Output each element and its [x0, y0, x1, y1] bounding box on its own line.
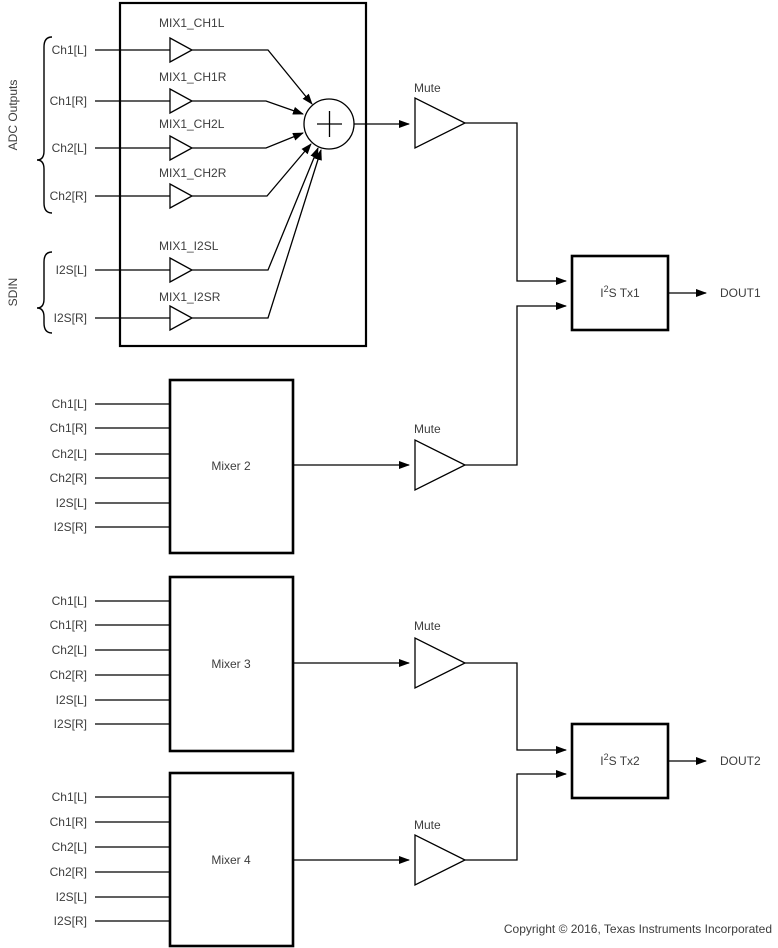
sum-wire-i2sr: [192, 149, 322, 319]
input-label-ch2r: Ch2[R]: [50, 189, 87, 203]
input-label-ch1r: Ch1[R]: [50, 94, 87, 108]
sum-wire-ch2l: [192, 132, 304, 149]
mixer4-section: Mixer 4 Ch1[L] Ch1[R] Ch2[L] Ch2[R] I2S[…: [50, 771, 410, 948]
sdin-label: SDIN: [6, 278, 20, 307]
mute2-label: Mute: [414, 422, 441, 436]
mixer3-input-label-5: I2S[R]: [54, 717, 87, 731]
wire-mute3-to-tx2: [465, 662, 567, 754]
wire-mute1-to-tx1: [465, 122, 567, 285]
i2s-tx1-section: I2S Tx1 DOUT1: [570, 254, 761, 332]
adc-outputs-label: ADC Outputs: [6, 80, 20, 151]
mixer4-label: Mixer 4: [211, 853, 251, 867]
mixer4-input-label-2: Ch2[L]: [52, 840, 87, 854]
gain-label-mix1-i2sl: MIX1_I2SL: [159, 239, 219, 253]
mute3-label: Mute: [414, 619, 441, 633]
mixer3-input-wires: [95, 600, 170, 725]
mixer3-input-label-1: Ch1[R]: [50, 618, 87, 632]
mixer4-input-label-1: Ch1[R]: [50, 815, 87, 829]
gain-amp-mix1-i2sl: [169, 256, 194, 284]
mixer2-input-label-3: Ch2[R]: [50, 471, 87, 485]
gain-label-mix1-ch2r: MIX1_CH2R: [159, 166, 227, 180]
sdin-brace: [36, 251, 53, 334]
wire-mute2-to-tx1: [465, 302, 567, 466]
mixer2-section: Mixer 2 Ch1[L] Ch1[R] Ch2[L] Ch2[R] I2S[…: [50, 378, 410, 555]
gain-label-mix1-i2sr: MIX1_I2SR: [159, 290, 221, 304]
mixer2-input-label-1: Ch1[R]: [50, 421, 87, 435]
mixer3-input-label-2: Ch2[L]: [52, 643, 87, 657]
mixer2-input-label-4: I2S[L]: [56, 496, 87, 510]
mixer2-input-label-0: Ch1[L]: [52, 397, 87, 411]
mixer4-input-label-5: I2S[R]: [54, 914, 87, 928]
input-label-ch1l: Ch1[L]: [52, 43, 87, 57]
mute3-amp: [414, 636, 467, 690]
mixer3-label: Mixer 3: [211, 657, 251, 671]
mixer3-box: [168, 575, 295, 753]
dout2-label: DOUT2: [720, 754, 761, 768]
mute2-amp: [414, 438, 467, 492]
gain-amp-mix1-ch1l: [169, 36, 194, 64]
gain-label-mix1-ch1l: MIX1_CH1L: [159, 16, 225, 30]
gain-amp-mix1-ch2r: [169, 182, 194, 210]
wire-mute4-to-tx2: [465, 770, 567, 861]
mixer2-label: Mixer 2: [211, 459, 251, 473]
mute4-label: Mute: [414, 818, 441, 832]
mixer3-input-label-0: Ch1[L]: [52, 594, 87, 608]
mixer1-box: [118, 1, 368, 348]
mixer4-input-wires: [95, 796, 170, 922]
mixer2-box: [168, 378, 295, 555]
mixer1-section: ADC Outputs SDIN Ch1[L] Ch1[R] Ch2[L] Ch…: [6, 1, 410, 348]
adc-outputs-brace: [36, 36, 53, 214]
mixer2-input-wires: [95, 403, 170, 528]
input-label-i2sr: I2S[R]: [54, 311, 87, 325]
mute1-label: Mute: [414, 81, 441, 95]
mute-stages: Mute Mute Mute Mute: [414, 81, 567, 887]
sum-wire-ch1l: [192, 49, 313, 105]
i2s-tx1-label: I2S Tx1: [600, 284, 640, 300]
gain-label-mix1-ch1r: MIX1_CH1R: [159, 70, 227, 84]
mixer3-input-label-3: Ch2[R]: [50, 668, 87, 682]
mixer3-input-label-4: I2S[L]: [56, 693, 87, 707]
gain-amp-mix1-ch2l: [169, 134, 194, 162]
dout1-label: DOUT1: [720, 286, 761, 300]
gain-amp-mix1-ch1r: [169, 87, 194, 115]
gain-label-mix1-ch2l: MIX1_CH2L: [159, 117, 225, 131]
plus-icon: [317, 111, 342, 137]
sum-wire-i2sl: [192, 147, 319, 271]
mixer4-input-label-0: Ch1[L]: [52, 790, 87, 804]
i2s-tx2-section: I2S Tx2 DOUT2: [570, 722, 761, 800]
sum-wire-ch1r: [192, 100, 304, 115]
gain-amp-mix1-i2sr: [169, 304, 194, 332]
mute4-amp: [414, 833, 467, 887]
input-label-ch2l: Ch2[L]: [52, 141, 87, 155]
mixer4-input-label-4: I2S[L]: [56, 890, 87, 904]
mixer2-input-label-2: Ch2[L]: [52, 447, 87, 461]
mixer2-input-label-5: I2S[R]: [54, 520, 87, 534]
sum-wire-ch2r: [192, 143, 312, 197]
mixer4-input-label-3: Ch2[R]: [50, 865, 87, 879]
input-label-i2sl: I2S[L]: [56, 263, 87, 277]
i2s-tx2-label: I2S Tx2: [600, 752, 640, 768]
copyright-text: Copyright © 2016, Texas Instruments Inco…: [504, 922, 772, 936]
mute1-amp: [414, 96, 467, 150]
mixer3-section: Mixer 3 Ch1[L] Ch1[R] Ch2[L] Ch2[R] I2S[…: [50, 575, 410, 753]
